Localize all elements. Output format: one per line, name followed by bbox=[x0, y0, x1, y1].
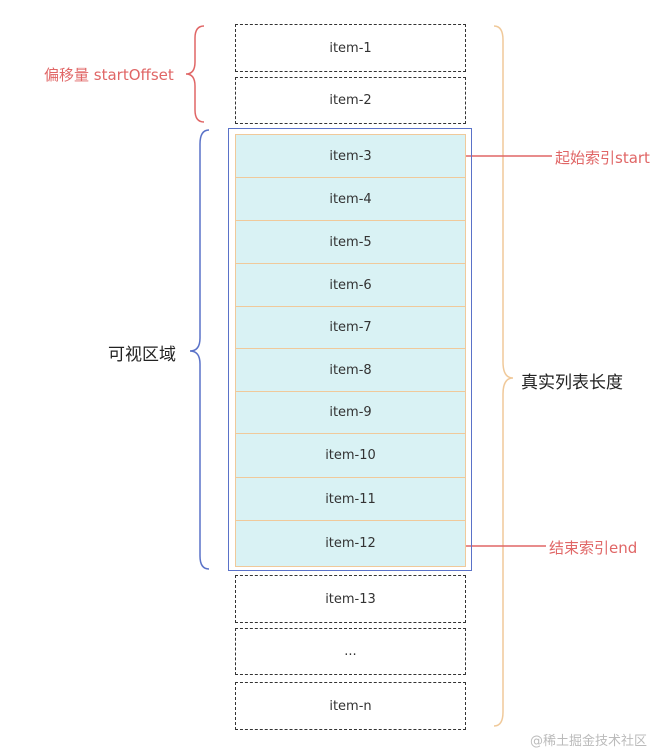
viewport-label: 可视区域 bbox=[108, 345, 176, 365]
watermark: @稀土掘金技术社区 bbox=[530, 734, 648, 749]
list-item: item-12 bbox=[235, 520, 466, 567]
list-item: item-2 bbox=[235, 77, 466, 124]
total-length-label: 真实列表长度 bbox=[521, 373, 623, 393]
list-item: item-9 bbox=[235, 391, 466, 433]
viewport-brace bbox=[189, 129, 210, 570]
list-item: item-11 bbox=[235, 477, 466, 520]
list-item: item-3 bbox=[235, 134, 466, 177]
list-item: item-4 bbox=[235, 177, 466, 220]
list-item: item-10 bbox=[235, 433, 466, 477]
list-item: item-8 bbox=[235, 348, 466, 391]
list-item: item-1 bbox=[235, 24, 466, 72]
viewport-frame bbox=[228, 128, 472, 571]
offset-brace bbox=[185, 25, 205, 123]
list-item: item-5 bbox=[235, 220, 466, 263]
list-item: item-13 bbox=[235, 575, 466, 623]
list-item: item-6 bbox=[235, 263, 466, 306]
list-item: item-7 bbox=[235, 306, 466, 348]
total-length-brace bbox=[493, 25, 514, 727]
start-index-label: 起始索引start bbox=[555, 149, 650, 167]
list-item: ... bbox=[235, 628, 466, 675]
offset-label: 偏移量 startOffset bbox=[44, 66, 174, 84]
list-item: item-n bbox=[235, 682, 466, 730]
end-index-label: 结束索引end bbox=[549, 539, 638, 557]
